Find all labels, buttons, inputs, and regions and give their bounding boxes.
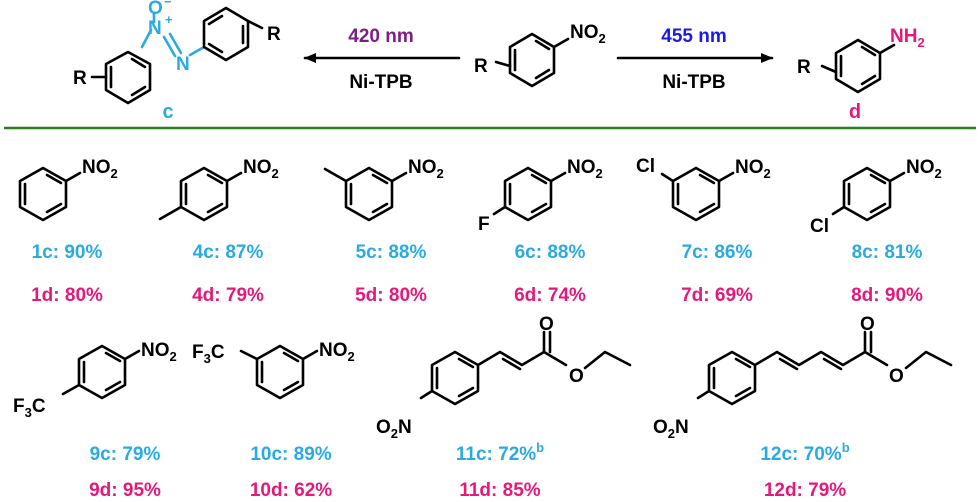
yield-d-11d: 11d: 85%: [459, 480, 540, 501]
substrate-9-group: NO2: [141, 340, 177, 364]
yield-labels: 1c: 90% 1d: 80% 4c: 87% 4d: 79% 5c: 88% 5d: 8…: [31, 242, 923, 501]
yield-c-7c: 7c: 86%: [682, 242, 753, 263]
azoxy-n-plus-charge: +: [165, 12, 173, 27]
yield-c-11c: 11c: 72%b: [456, 440, 544, 465]
substrate-10-cf3: F3C: [192, 342, 225, 366]
yield-c-1c: 1c: 90%: [32, 242, 103, 263]
yield-d-10d: 10d: 62%: [250, 480, 332, 501]
yield-d-6d: 6d: 74%: [514, 285, 586, 306]
substrate-4-structure: NO2: [158, 157, 279, 222]
substrate-5-group: NO2: [408, 157, 444, 181]
label-c: c: [162, 101, 173, 123]
substrate-7-structure: NO2 Cl: [636, 156, 771, 222]
substrate-5-structure: NO2: [323, 157, 444, 222]
yield-d-4d: 4d: 79%: [192, 285, 264, 306]
substrate-7-sub-atom: Cl: [636, 156, 655, 177]
substrate-12-ester-o2: O: [889, 366, 904, 387]
azoxy-r-right: R: [267, 24, 281, 45]
scheme-header: R N + O − N R c 420 nm Ni-TPB NO2: [73, 0, 925, 123]
yield-c-4c: 4c: 87%: [193, 242, 264, 263]
substrate-10-group: NO2: [319, 340, 355, 364]
substrate-11-no2: O2N: [376, 417, 412, 441]
yield-d-8d: 8d: 90%: [851, 285, 923, 306]
azoxy-product-structure: R N + O − N R c: [73, 0, 281, 123]
substrate-8-group: NO2: [906, 157, 942, 181]
azoxy-n-atom: N: [176, 54, 190, 75]
azoxy-r-left: R: [73, 68, 87, 89]
yield-c-10c: 10c: 89%: [250, 444, 331, 465]
left-catalyst: Ni-TPB: [349, 72, 412, 93]
substrate-11-ester-o2: O: [569, 366, 584, 387]
substrate-1-structure: NO2: [18, 157, 118, 222]
substrate-12-no2: O2N: [653, 417, 689, 441]
azoxy-o-charge: −: [164, 0, 172, 9]
azoxy-o-atom: O: [148, 0, 163, 19]
nitroarene-reactant-structure: NO2 R: [474, 22, 606, 88]
label-d: d: [849, 101, 861, 123]
substrate-11-ester-o1: O: [539, 314, 554, 335]
yield-d-7d: 7d: 69%: [681, 285, 753, 306]
yield-d-12d: 12d: 79%: [764, 480, 846, 501]
aniline-group: NH2: [890, 26, 925, 50]
yield-d-1d: 1d: 80%: [31, 285, 103, 306]
yield-d-9d: 9d: 95%: [89, 480, 161, 501]
yield-c-8c: 8c: 81%: [852, 242, 923, 263]
reactant-r: R: [474, 56, 488, 77]
substrate-1-group: NO2: [82, 157, 118, 181]
reactant-group: NO2: [570, 22, 606, 46]
left-wavelength: 420 nm: [348, 26, 413, 47]
right-catalyst: Ni-TPB: [662, 72, 725, 93]
yield-c-6c: 6c: 88%: [515, 242, 586, 263]
substrate-4-group: NO2: [243, 157, 279, 181]
yield-c-12c: 12c: 70%b: [760, 440, 849, 465]
substrate-12-structure: O2N O O: [653, 314, 953, 441]
substrate-6-group: NO2: [567, 157, 603, 181]
substrate-10-structure: NO2 F3C: [192, 340, 355, 400]
substrate-11-structure: O2N O O: [376, 314, 632, 441]
yield-c-9c: 9c: 79%: [90, 444, 161, 465]
azoxy-n-plus-atom: N: [148, 18, 162, 39]
aniline-product-structure: NH2 R d: [797, 26, 925, 123]
substrate-6-structure: NO2 F: [478, 157, 603, 235]
substrate-9-structure: NO2 F3C: [13, 340, 177, 420]
substrate-9-cf3: F3C: [13, 396, 46, 420]
yield-c-5c: 5c: 88%: [356, 242, 427, 263]
yield-d-5d: 5d: 80%: [355, 285, 427, 306]
substrate-7-group: NO2: [735, 157, 771, 181]
aniline-r: R: [797, 57, 811, 78]
right-wavelength: 455 nm: [661, 26, 726, 47]
substrate-6-sub-atom: F: [478, 214, 490, 235]
substrate-12-ester-o1: O: [860, 314, 875, 335]
substrate-8-structure: NO2 Cl: [810, 157, 942, 237]
substrate-structures: NO2 NO2 NO2 NO2 F: [13, 156, 953, 441]
substrate-8-sub-atom: Cl: [810, 216, 829, 237]
